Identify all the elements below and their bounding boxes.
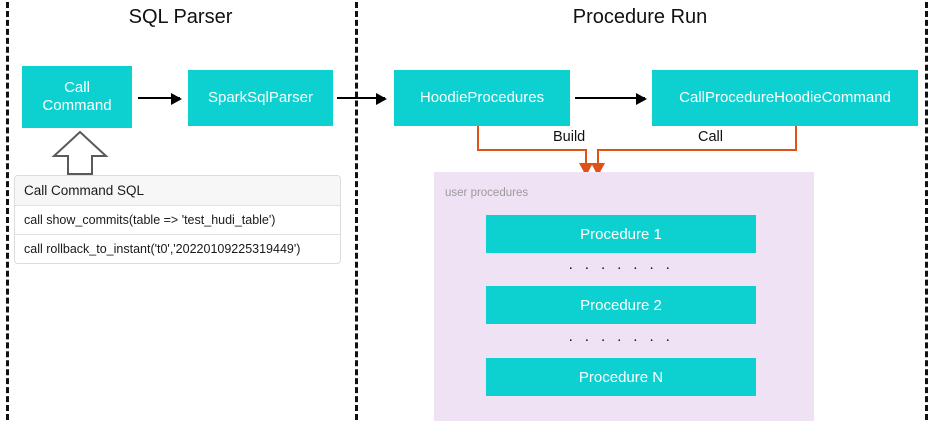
arrow-callcommand-to-sparksqlparser xyxy=(138,93,182,105)
call-connector-horizontal xyxy=(597,149,797,151)
procedure-ellipsis-2: · · · · · · · xyxy=(568,331,674,348)
procedure-ellipsis-1: · · · · · · · xyxy=(568,259,674,276)
box-hoodie-procedures[interactable]: HoodieProcedures xyxy=(394,70,570,126)
box-call-command-line1: Call xyxy=(64,79,90,97)
hollow-up-arrow-icon xyxy=(50,130,110,176)
call-connector-vertical-drop xyxy=(597,149,599,165)
call-connector-label: Call xyxy=(693,129,728,145)
build-connector-vertical-left xyxy=(477,126,479,150)
procedure-bar-1[interactable]: Procedure 1 xyxy=(486,215,756,253)
build-connector-horizontal xyxy=(477,149,587,151)
build-connector-vertical-drop xyxy=(585,149,587,165)
procedure-bar-n[interactable]: Procedure N xyxy=(486,358,756,396)
sql-table-row-1[interactable]: call show_commits(table => 'test_hudi_ta… xyxy=(15,206,340,235)
section-title-sql-parser: SQL Parser xyxy=(128,6,233,28)
box-spark-sql-parser[interactable]: SparkSqlParser xyxy=(188,70,333,126)
sql-table-header: Call Command SQL xyxy=(15,176,340,206)
procedure-bar-2[interactable]: Procedure 2 xyxy=(486,286,756,324)
build-connector-label: Build xyxy=(548,129,591,145)
box-call-command[interactable]: Call Command xyxy=(22,66,132,128)
section-title-procedure-run: Procedure Run xyxy=(572,6,708,28)
arrow-hoodieprocedures-to-callprocedurehoodiecommand xyxy=(575,93,647,105)
box-call-procedure-hoodie-command[interactable]: CallProcedureHoodieCommand xyxy=(652,70,918,126)
user-procedures-panel-label: user procedures xyxy=(445,187,529,199)
arrow-sparksqlparser-to-hoodieprocedures xyxy=(337,93,387,105)
divider-left xyxy=(6,2,9,420)
divider-middle xyxy=(355,2,358,420)
call-command-sql-table: Call Command SQL call show_commits(table… xyxy=(14,175,341,264)
call-connector-vertical-right xyxy=(795,126,797,150)
divider-right xyxy=(925,2,928,420)
box-call-command-line2: Command xyxy=(42,97,112,114)
sql-table-row-2[interactable]: call rollback_to_instant('t0','202201092… xyxy=(24,242,301,256)
